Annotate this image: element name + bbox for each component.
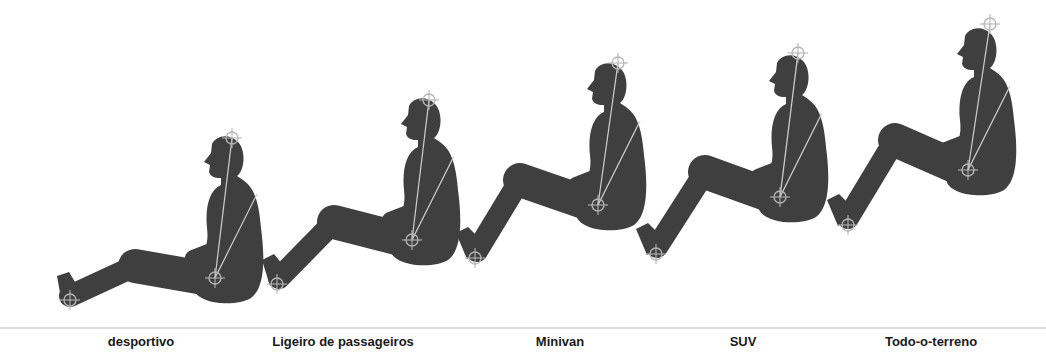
- driver-figure: [57, 128, 263, 310]
- driver-figure: [636, 43, 828, 264]
- vehicle-label: SUV: [730, 334, 757, 349]
- driver-figure: [827, 14, 1016, 235]
- driver-figure: [262, 90, 460, 294]
- base-line: [0, 328, 1046, 329]
- vehicle-label: Ligeiro de passageiros: [272, 334, 414, 349]
- vehicle-label: Todo-o-terreno: [885, 334, 977, 349]
- driver-figure: [456, 53, 646, 268]
- vehicle-label: Minivan: [536, 334, 584, 349]
- vehicle-label: desportivo: [108, 334, 174, 349]
